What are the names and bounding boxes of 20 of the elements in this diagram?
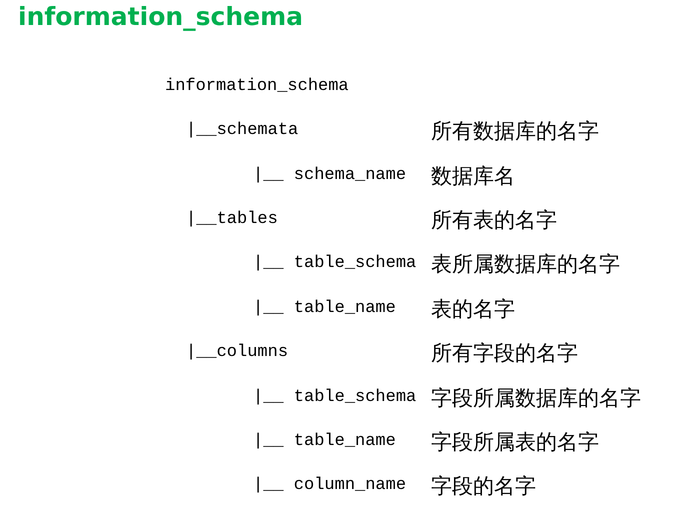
tree-root-label: information_schema [165, 76, 349, 98]
tree-item-label: |__ table_schema [253, 253, 416, 275]
tree-item-label: |__ schema_name [253, 165, 406, 187]
description-text: 表所属数据库的名字 [431, 251, 620, 277]
description-text: 字段所属表的名字 [431, 429, 599, 455]
page-title: information_schema [18, 2, 304, 31]
tree-item-label: |__schemata [186, 120, 298, 142]
description-text: 数据库名 [431, 163, 515, 189]
tree-item-label: |__tables [186, 209, 278, 231]
tree-item-label: |__ table_schema [253, 387, 416, 409]
description-text: 字段的名字 [431, 473, 536, 499]
description-text: 字段所属数据库的名字 [431, 385, 641, 411]
tree-item-label: |__ column_name [253, 475, 406, 497]
description-text: 所有表的名字 [431, 207, 557, 233]
tree-item-label: |__ table_name [253, 298, 396, 320]
tree-item-label: |__columns [186, 342, 288, 364]
tree-item-label: |__ table_name [253, 431, 396, 453]
description-text: 所有数据库的名字 [431, 118, 599, 144]
description-text: 所有字段的名字 [431, 340, 578, 366]
description-text: 表的名字 [431, 296, 515, 322]
